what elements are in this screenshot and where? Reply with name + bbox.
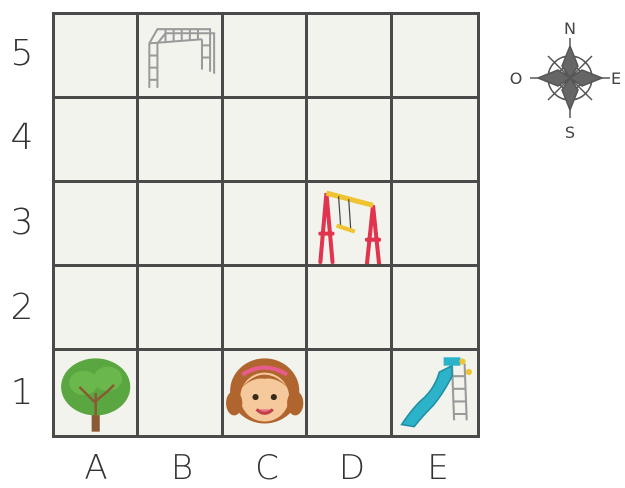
cell-d3 — [308, 183, 392, 267]
cell-b4 — [139, 99, 223, 183]
cell-a2 — [55, 267, 139, 351]
cell-e1 — [393, 351, 477, 435]
cell-d1 — [308, 351, 392, 435]
cell-b2 — [139, 267, 223, 351]
row-label-3: 3 — [8, 205, 36, 241]
cell-e3 — [393, 183, 477, 267]
row-label-5: 5 — [8, 36, 36, 72]
cell-c2 — [224, 267, 308, 351]
girl-face-icon — [224, 351, 305, 435]
col-label-c: C — [247, 450, 287, 486]
cell-c4 — [224, 99, 308, 183]
compass-south-label: S — [565, 123, 575, 142]
swing-icon — [308, 183, 389, 264]
cell-c3 — [224, 183, 308, 267]
cell-d4 — [308, 99, 392, 183]
cell-a4 — [55, 99, 139, 183]
row-label-1: 1 — [8, 375, 36, 411]
cell-b5 — [139, 15, 223, 99]
row-label-4: 4 — [8, 120, 36, 156]
cell-b1 — [139, 351, 223, 435]
cell-e2 — [393, 267, 477, 351]
row-label-2: 2 — [8, 290, 36, 326]
cell-e5 — [393, 15, 477, 99]
monkey-bars-icon — [139, 15, 220, 96]
col-label-d: D — [332, 450, 372, 486]
compass-west-label: O — [510, 69, 523, 88]
playground-grid — [52, 12, 480, 438]
compass-north-label: N — [564, 19, 576, 38]
compass-east-label: E — [611, 69, 621, 88]
col-label-a: A — [76, 450, 116, 486]
cell-c1 — [224, 351, 308, 435]
col-label-e: E — [418, 450, 458, 486]
tree-icon — [55, 351, 136, 435]
cell-b3 — [139, 183, 223, 267]
cell-e4 — [393, 99, 477, 183]
cell-a5 — [55, 15, 139, 99]
cell-c5 — [224, 15, 308, 99]
cell-a3 — [55, 183, 139, 267]
slide-icon — [393, 351, 477, 435]
col-label-b: B — [162, 450, 202, 486]
cell-d5 — [308, 15, 392, 99]
cell-a1 — [55, 351, 139, 435]
compass-rose: N S E O — [500, 10, 625, 145]
cell-d2 — [308, 267, 392, 351]
